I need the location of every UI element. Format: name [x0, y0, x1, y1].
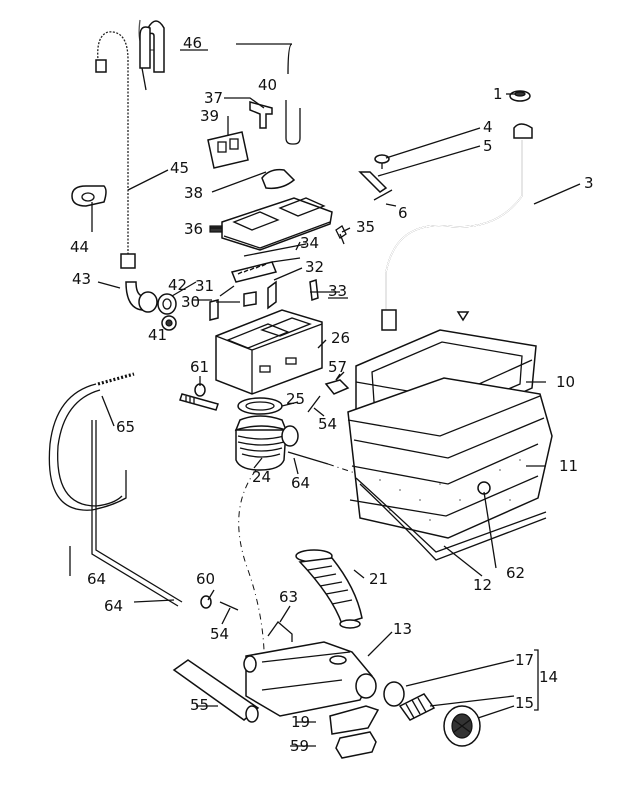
part-label-12: 12	[473, 576, 493, 594]
part-label-11: 11	[559, 457, 579, 475]
pin-54-lower	[219, 601, 239, 611]
part-label-5: 5	[483, 137, 493, 155]
part-label-35: 35	[356, 218, 376, 236]
part-label-64-center: 64	[291, 474, 311, 492]
hose-hook-46	[138, 19, 165, 73]
part-label-19: 19	[291, 713, 311, 731]
filter-14	[398, 693, 436, 721]
part-label-61: 61	[190, 358, 210, 376]
part-label-37: 37	[204, 89, 224, 107]
part-label-63: 63	[279, 588, 299, 606]
pin-54	[307, 395, 321, 413]
elbow-43	[125, 281, 158, 313]
bracket-19	[329, 705, 380, 735]
part-label-33: 33	[328, 282, 348, 300]
inlet-hose-3	[381, 123, 533, 331]
part-label-41: 41	[148, 326, 168, 344]
bracket-37	[249, 101, 273, 129]
part-label-25: 25	[286, 390, 306, 408]
part-label-36: 36	[184, 220, 204, 238]
pump-housing-13	[243, 641, 377, 717]
tub-base-12	[355, 477, 547, 561]
screw-4	[374, 154, 390, 169]
cap-41	[161, 315, 177, 331]
grid-31	[230, 261, 278, 283]
bellows-21	[295, 549, 363, 629]
clip-44	[71, 185, 107, 207]
assembly-line	[238, 469, 265, 651]
leader-lines	[69, 43, 581, 747]
part-label-54-upper: 54	[318, 415, 338, 433]
part-label-44: 44	[70, 238, 90, 256]
screw-10	[456, 311, 470, 322]
cap-15	[443, 705, 481, 747]
valve-57	[324, 373, 350, 395]
part-label-13: 13	[393, 620, 413, 638]
ring-17	[383, 681, 405, 707]
bar-33	[309, 278, 319, 302]
part-label-17: 17	[515, 651, 535, 669]
bellows-24	[234, 415, 299, 471]
hose-55	[172, 659, 260, 723]
label-underlines	[180, 49, 348, 301]
clip-30	[209, 291, 257, 321]
part-label-10: 10	[556, 373, 576, 391]
part-label-62: 62	[506, 564, 526, 582]
clamp-6	[373, 189, 393, 201]
part-label-3: 3	[584, 174, 594, 192]
drain-hose-45	[95, 31, 136, 269]
part-label-43: 43	[72, 270, 92, 288]
housing-26	[215, 309, 323, 395]
part-label-32: 32	[305, 258, 325, 276]
part-label-60: 60	[196, 570, 216, 588]
part-label-31: 31	[195, 277, 215, 295]
part-label-38: 38	[184, 184, 204, 202]
part-label-55: 55	[190, 696, 210, 714]
part-label-24: 24	[252, 468, 272, 486]
part-label-54-lower: 54	[210, 625, 230, 643]
valve-61	[179, 383, 219, 411]
dispenser-36	[209, 197, 333, 251]
part-label-59: 59	[290, 737, 310, 755]
cap-1	[509, 90, 531, 102]
part-label-64-bottom: 64	[104, 597, 124, 615]
part-label-26: 26	[331, 329, 351, 347]
part-label-34: 34	[300, 234, 320, 252]
panel-39	[207, 131, 249, 169]
part-label-6: 6	[398, 204, 408, 222]
part-label-64-left: 64	[87, 570, 107, 588]
base-59	[335, 731, 377, 759]
part-label-42: 42	[168, 276, 188, 294]
rod-34	[243, 243, 307, 257]
ring-42	[157, 293, 177, 315]
part-label-57: 57	[328, 358, 348, 376]
part-label-45: 45	[170, 159, 190, 177]
hose-64-stick	[91, 420, 183, 607]
part-label-1: 1	[493, 85, 503, 103]
cover-38	[261, 168, 296, 190]
ring-25	[237, 397, 283, 415]
tube-63	[267, 621, 293, 642]
pin-64	[287, 451, 359, 475]
part-label-14: 14	[539, 668, 559, 686]
hook-40	[285, 100, 301, 145]
part-label-30: 30	[181, 293, 201, 311]
part-label-21: 21	[369, 570, 389, 588]
part-label-40: 40	[258, 76, 278, 94]
hose-65	[48, 372, 135, 511]
part-label-65: 65	[116, 418, 136, 436]
part-label-46: 46	[183, 34, 203, 52]
tub-body-11	[347, 377, 553, 539]
part-label-4: 4	[483, 118, 493, 136]
part-label-39: 39	[200, 107, 220, 125]
part-label-15: 15	[515, 694, 535, 712]
strip-32	[267, 257, 301, 310]
clip-35	[335, 225, 347, 245]
clip-5	[358, 171, 388, 193]
tub-texture	[379, 459, 521, 521]
